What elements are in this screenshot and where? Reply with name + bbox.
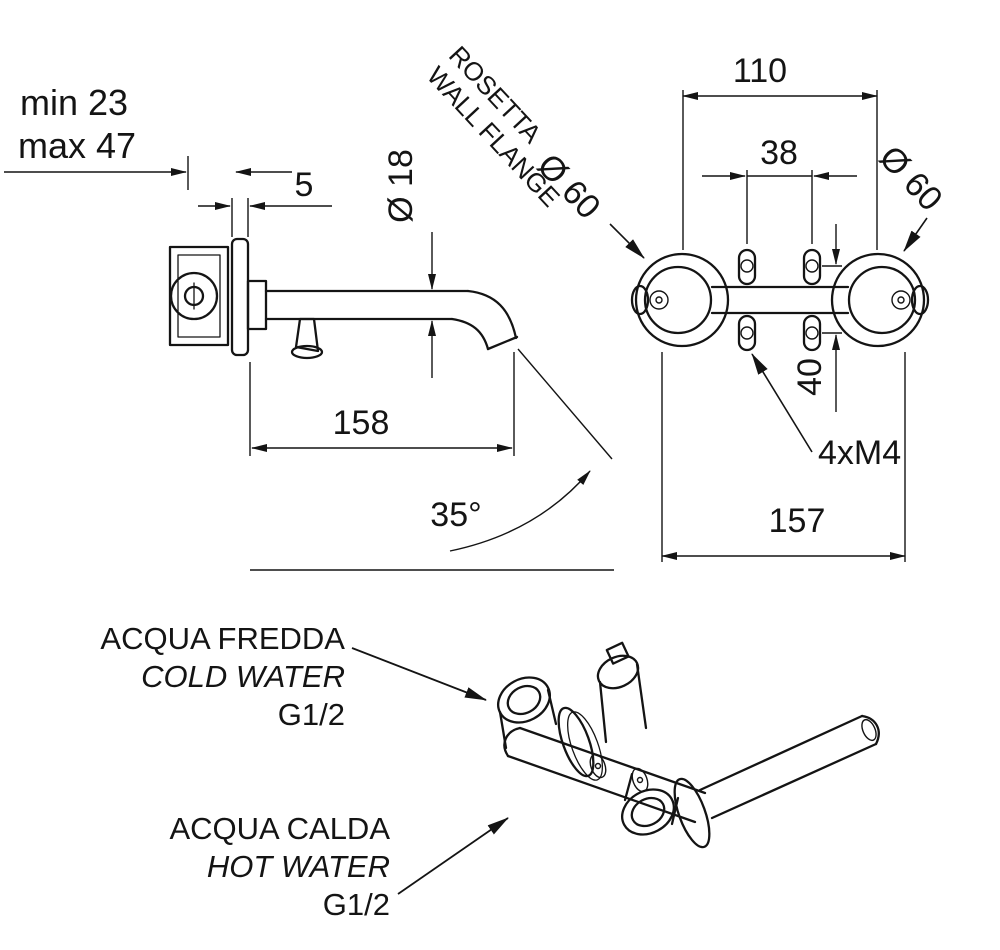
- front-view-dimensions: [609, 90, 928, 562]
- screw-lugs-3d: [589, 753, 649, 793]
- screw-lug-top-left: [737, 248, 757, 286]
- cartridge-housing-3d: [596, 641, 648, 744]
- hot-inlet-connector: [621, 772, 680, 836]
- screw-lug-top-right: [802, 248, 822, 286]
- cold-label-english: COLD WATER: [141, 659, 345, 694]
- flange-diameter-right-leader-arrow: [903, 217, 928, 252]
- side-view-drawing: [168, 237, 519, 360]
- dim-overall-width-label: 157: [768, 502, 826, 540]
- dim-screw-spacing-h-label: 38: [760, 134, 798, 172]
- cold-water-label: ACQUA FREDDA COLD WATER G1/2: [57, 620, 345, 734]
- mounting-flange-right-3d: [673, 777, 711, 849]
- hot-label-english: HOT WATER: [206, 849, 390, 884]
- dim-depth-max-label: max 47: [18, 125, 137, 166]
- dim-spout-angle-label: 35°: [430, 496, 482, 534]
- dim-depth-min-label: min 23: [20, 82, 129, 123]
- left-wall-flange: [634, 252, 730, 348]
- dim-screw-spacing-v-label: 40: [791, 358, 829, 396]
- mounting-flange-left-3d: [557, 706, 603, 781]
- flange-diameter-left-leader-arrow: [609, 223, 645, 259]
- dim-flange-thickness-label: 5: [294, 166, 314, 204]
- right-handle: [847, 265, 930, 335]
- cold-water-leader-arrow: [351, 647, 487, 701]
- screw-lug-bottom-left: [737, 314, 757, 352]
- dim-spout-diameter-label: Ø 18: [382, 149, 420, 223]
- screws-label: 4xM4: [818, 434, 902, 472]
- label-leader-arrows: [351, 647, 509, 895]
- side-view-dimensions: [4, 156, 614, 571]
- right-wall-flange: [830, 252, 926, 348]
- front-view-drawing: [630, 248, 930, 352]
- cold-label-italian: ACQUA FREDDA: [100, 621, 345, 656]
- inwall-valve-body: [168, 245, 230, 347]
- dim-spout-length-label: 158: [332, 404, 390, 442]
- hot-water-leader-arrow: [397, 817, 509, 895]
- dim-centers-distance-label: 110: [732, 52, 788, 90]
- hot-water-label: ACQUA CALDA HOT WATER G1/2: [100, 810, 390, 924]
- screw-lug-bottom-right: [802, 314, 822, 352]
- hot-label-italian: ACQUA CALDA: [169, 811, 390, 846]
- cold-inlet-connector: [497, 676, 558, 750]
- left-handle: [630, 265, 713, 335]
- cold-thread-label: G1/2: [277, 697, 345, 732]
- wall-flange-side: [230, 237, 250, 357]
- perspective-view-drawing: [497, 641, 880, 849]
- spout-3d: [698, 714, 880, 820]
- screws-leader-arrow: [751, 353, 813, 453]
- hot-thread-label: G1/2: [322, 887, 390, 922]
- connecting-bar: [710, 285, 850, 315]
- handle-lever-side: [290, 317, 324, 360]
- spout-side: [246, 279, 519, 351]
